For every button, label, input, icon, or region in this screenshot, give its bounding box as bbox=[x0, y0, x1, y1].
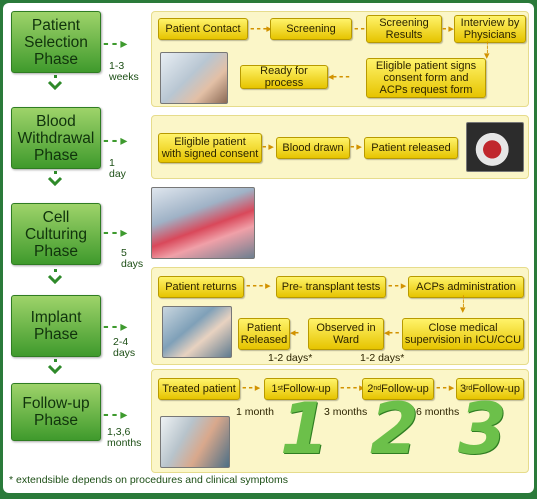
big-number-two: 2 bbox=[370, 388, 419, 470]
patient-returns-box: Patient returns bbox=[158, 276, 244, 298]
flow-arrow: - - ▸ bbox=[388, 279, 406, 292]
phase-duration: 1,3,6 months bbox=[107, 426, 142, 449]
follow-up-doctor-photo bbox=[160, 416, 230, 468]
phase-arrow: - - ▸ bbox=[103, 133, 127, 149]
flow-arrow: - ▸ bbox=[262, 140, 274, 153]
flow-arrow: - - ▸ bbox=[436, 381, 454, 394]
flow-arrow: - - ▸ bbox=[242, 381, 260, 394]
phase-duration: 1-3 weeks bbox=[109, 60, 139, 83]
flow-arrow-left: ◂- - bbox=[384, 326, 400, 339]
flow-arrow: - - - ▸ bbox=[246, 279, 271, 292]
flow-arrow-left: ◂- - - bbox=[328, 70, 350, 83]
eligible-signs-box: Eligible patient signs consent form and … bbox=[366, 58, 486, 98]
patient-released-box: Patient released bbox=[364, 137, 458, 159]
treated-patient-box: Treated patient bbox=[158, 378, 240, 400]
flow-arrow-left: ◂- bbox=[290, 326, 299, 339]
footnote: * extendsible depends on procedures and … bbox=[9, 474, 288, 486]
observed-ward-box: Observed in Ward bbox=[308, 318, 384, 350]
phase-arrow: - - ▸ bbox=[103, 407, 127, 423]
flow-arrow-down: ┆▾ bbox=[460, 295, 467, 316]
flow-arrow: - - -▸ bbox=[250, 22, 272, 35]
observed-days-label: 1-2 days* bbox=[360, 352, 405, 364]
patient-released-implant-box: Patient Released bbox=[238, 318, 290, 350]
big-number-three: 3 bbox=[458, 388, 507, 470]
third-follow-up-text: Follow-up bbox=[472, 383, 521, 395]
six-months-label: 6 months bbox=[416, 406, 460, 418]
doctor-patient-photo bbox=[160, 52, 228, 104]
second-follow-up-suffix: nd bbox=[373, 385, 382, 392]
second-follow-up-text: Follow-up bbox=[381, 383, 429, 395]
one-month-label: 1 month bbox=[236, 406, 274, 418]
cell-culture-lab-photo bbox=[151, 187, 255, 259]
implant-panel: Patient returns - - - ▸ Pre- transplant … bbox=[151, 267, 529, 365]
phase-blood-withdrawal: Blood Withdrawal Phase bbox=[11, 107, 101, 169]
phase-patient-selection: Patient Selection Phase bbox=[11, 11, 101, 73]
process-diagram: Patient Selection Phase - - ▸ 1-3 weeks … bbox=[3, 3, 534, 493]
phase-duration: 1 day bbox=[109, 157, 126, 180]
patient-contact-box: Patient Contact bbox=[158, 18, 248, 40]
down-chevron bbox=[47, 359, 63, 374]
withdrawal-panel: Eligible patient with signed consent - ▸… bbox=[151, 115, 529, 179]
screening-results-box: Screening Results bbox=[366, 15, 442, 43]
flow-arrow-down: ┆▾ bbox=[484, 41, 491, 62]
down-chevron bbox=[47, 269, 63, 284]
first-follow-up-number: 1 bbox=[271, 383, 278, 395]
flow-arrow: - - - ▸ bbox=[340, 381, 365, 394]
close-supervision-box: Close medical supervision in ICU/CCU bbox=[402, 318, 524, 350]
selection-panel: Patient Contact - - -▸ Screening - - ▸ S… bbox=[151, 11, 529, 107]
second-follow-up-number: 2 bbox=[367, 383, 374, 395]
third-follow-up-number: 3 bbox=[459, 383, 467, 395]
down-chevron bbox=[47, 171, 63, 186]
third-follow-up-suffix: rd bbox=[466, 385, 473, 392]
acps-administration-box: ACPs administration bbox=[408, 276, 524, 298]
phase-arrow: - - ▸ bbox=[103, 225, 127, 241]
first-follow-up-text: Follow-up bbox=[282, 383, 331, 395]
phase-follow-up: Follow-up Phase bbox=[11, 383, 101, 441]
blood-bag-photo bbox=[466, 122, 524, 172]
phase-duration: 5 days bbox=[121, 247, 144, 270]
eligible-consent-box: Eligible patient with signed consent bbox=[158, 133, 262, 163]
ready-box: Ready for process bbox=[240, 65, 328, 89]
screening-box: Screening bbox=[270, 18, 352, 40]
phase-arrow: - - ▸ bbox=[103, 319, 127, 335]
interview-box: Interview by Physicians bbox=[454, 15, 526, 43]
three-months-label: 3 months bbox=[324, 406, 368, 418]
first-follow-up-suffix: st bbox=[277, 385, 283, 392]
implant-procedure-photo bbox=[162, 306, 232, 358]
flow-arrow: - ▸ bbox=[350, 140, 362, 153]
down-chevron bbox=[47, 75, 63, 90]
phase-duration: 2-4 days bbox=[113, 336, 136, 359]
blood-drawn-box: Blood drawn bbox=[276, 137, 350, 159]
flow-arrow: - ▸ bbox=[442, 22, 454, 35]
phase-cell-culturing: Cell Culturing Phase bbox=[11, 203, 101, 265]
phase-implant: Implant Phase bbox=[11, 295, 101, 357]
phase-arrow: - - ▸ bbox=[103, 36, 127, 52]
pre-transplant-tests-box: Pre- transplant tests bbox=[276, 276, 386, 298]
big-number-one: 1 bbox=[280, 388, 329, 470]
released-days-label: 1-2 days* bbox=[268, 352, 313, 364]
